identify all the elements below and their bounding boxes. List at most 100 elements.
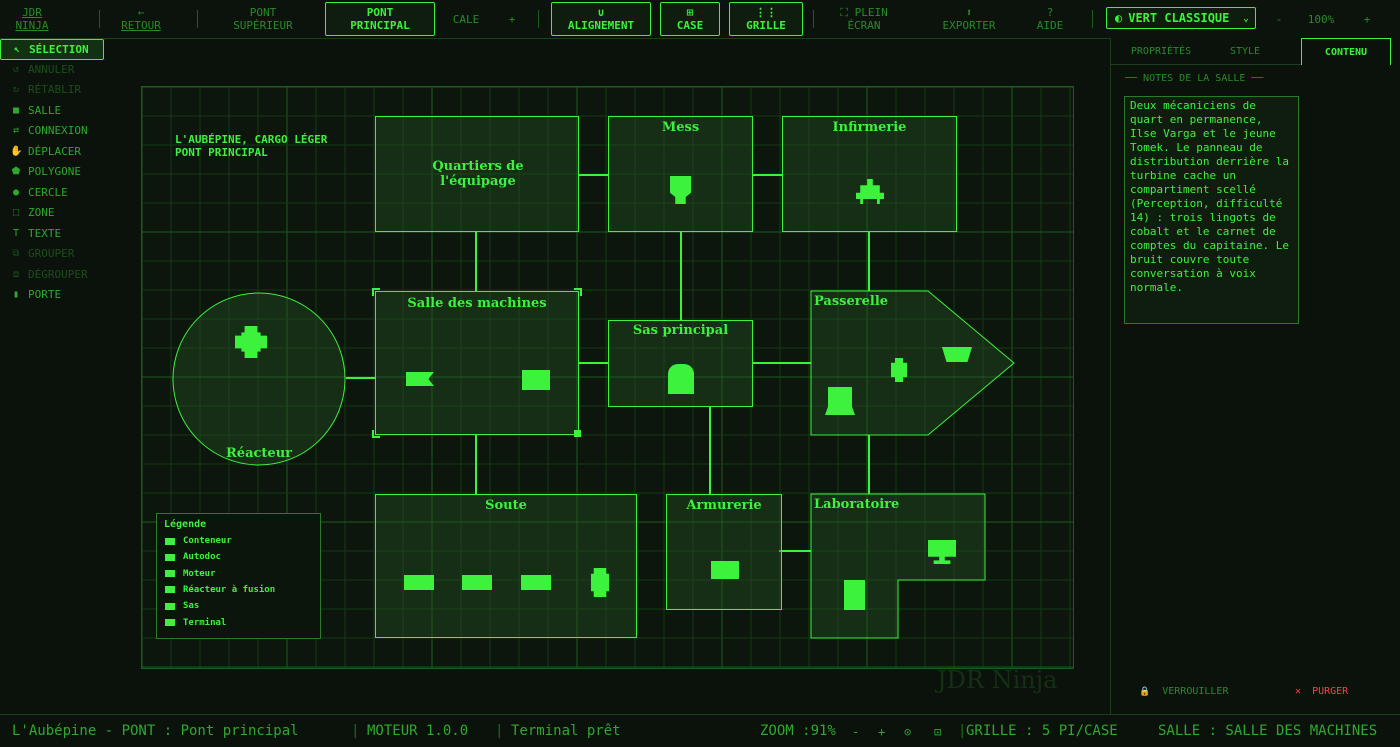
selection-corner[interactable] bbox=[372, 288, 380, 296]
container-icon[interactable] bbox=[591, 568, 609, 597]
lock-button[interactable]: 🔒 VERROUILLER bbox=[1139, 686, 1228, 697]
fit-icon[interactable]: ⊡ bbox=[934, 725, 942, 739]
engine-icon[interactable] bbox=[406, 372, 434, 386]
tool-label: GROUPER bbox=[28, 247, 75, 260]
tool-3[interactable]: ■SALLE bbox=[0, 101, 102, 120]
tool-12[interactable]: ▮PORTE bbox=[0, 285, 102, 304]
top-toolbar: JDR NINJA ← RETOUR PONT SUPÉRIEUR PONT P… bbox=[0, 0, 1400, 39]
room-bridge[interactable] bbox=[810, 290, 1016, 437]
tab-upper-deck[interactable]: PONT SUPÉRIEUR bbox=[226, 0, 300, 38]
add-deck-button[interactable]: + bbox=[500, 0, 524, 38]
fullscreen-button[interactable]: ⛶ PLEIN ÉCRAN bbox=[832, 0, 896, 38]
back-button[interactable]: ← RETOUR bbox=[114, 0, 168, 38]
tool-10[interactable]: ⧉GROUPER bbox=[0, 244, 102, 263]
tool-2[interactable]: ↻RÉTABLIR bbox=[0, 80, 102, 99]
tool-7[interactable]: ●CERCLE bbox=[0, 183, 102, 202]
export-button[interactable]: ⬆ EXPORTER bbox=[936, 0, 1002, 38]
connector[interactable] bbox=[475, 232, 477, 291]
status-separator: | bbox=[495, 723, 504, 739]
status-state: Terminal prêt bbox=[511, 723, 621, 739]
room-laboratory[interactable] bbox=[810, 493, 987, 640]
tab-hold[interactable]: CALE bbox=[446, 0, 486, 38]
tab-main-deck[interactable]: PONT PRINCIPAL bbox=[325, 2, 435, 36]
autodoc-icon[interactable] bbox=[856, 179, 884, 204]
room-infirmary[interactable]: Infirmerie bbox=[782, 116, 957, 232]
tool-11[interactable]: ⧈DÉGROUPER bbox=[0, 265, 102, 284]
connector[interactable] bbox=[779, 550, 811, 552]
container-icon[interactable] bbox=[522, 370, 550, 390]
room-crew-quarters[interactable]: Quartiers de l'équipage bbox=[375, 116, 579, 232]
room-hold[interactable]: Soute bbox=[375, 494, 637, 638]
cell-icon: ⊞ bbox=[686, 6, 694, 19]
room-notes-textarea[interactable]: Deux mécaniciens de quart en permanence,… bbox=[1124, 96, 1299, 324]
zoom-in-button[interactable]: + bbox=[878, 725, 886, 739]
reactor-icon[interactable] bbox=[670, 176, 691, 204]
tool-0[interactable]: ↖SÉLECTION bbox=[0, 39, 104, 60]
hold-label: CALE bbox=[452, 12, 480, 26]
selection-corner[interactable] bbox=[372, 430, 380, 438]
zoom-out-button[interactable]: - bbox=[1270, 0, 1288, 38]
terminal-icon[interactable] bbox=[825, 387, 855, 415]
room-armory[interactable]: Armurerie bbox=[666, 494, 782, 610]
app-logo[interactable]: JDR NINJA bbox=[14, 0, 50, 38]
selection-corner[interactable] bbox=[574, 288, 582, 296]
container-icon[interactable] bbox=[711, 561, 739, 579]
connector[interactable] bbox=[578, 362, 608, 364]
connector[interactable] bbox=[868, 232, 870, 291]
separator bbox=[813, 10, 814, 28]
legend-swatch bbox=[165, 570, 175, 578]
logo-line2: NINJA bbox=[15, 19, 49, 32]
connector[interactable] bbox=[578, 174, 608, 176]
tool-6[interactable]: ⬟POLYGONE bbox=[0, 162, 102, 181]
legend-label: Conteneur bbox=[183, 536, 232, 546]
tool-icon: ⇄ bbox=[12, 125, 20, 136]
grid-icon: ⋮⋮ bbox=[755, 6, 777, 19]
room-reactor[interactable] bbox=[171, 291, 347, 467]
tool-8[interactable]: ⬚ZONE bbox=[0, 203, 102, 222]
target-icon[interactable]: ⊙ bbox=[904, 725, 912, 739]
tab-underline bbox=[1111, 64, 1301, 65]
grid-button[interactable]: ⋮⋮ GRILLE bbox=[729, 2, 803, 36]
connector[interactable] bbox=[752, 174, 782, 176]
room-engine[interactable]: Salle des machines bbox=[372, 288, 582, 438]
tool-4[interactable]: ⇄CONNEXION bbox=[0, 121, 102, 140]
zoom-in-button[interactable]: + bbox=[1358, 0, 1376, 38]
connector[interactable] bbox=[709, 406, 711, 494]
tool-1[interactable]: ↺ANNULER bbox=[0, 60, 102, 79]
tab-style[interactable]: STYLE bbox=[1215, 38, 1275, 64]
zoom-out-button[interactable]: - bbox=[852, 725, 860, 739]
connector[interactable] bbox=[868, 435, 870, 494]
help-button[interactable]: ? AIDE bbox=[1032, 0, 1068, 38]
container-icon[interactable] bbox=[462, 575, 492, 590]
tool-label: TEXTE bbox=[28, 226, 62, 240]
room-mess[interactable]: Mess bbox=[608, 116, 753, 232]
theme-value: VERT CLASSIQUE bbox=[1128, 11, 1230, 25]
legend-item: Terminal bbox=[165, 618, 226, 628]
theme-select[interactable]: ◐ VERT CLASSIQUE ⌄ bbox=[1106, 7, 1256, 29]
purge-button[interactable]: ✕ PURGER bbox=[1295, 686, 1348, 697]
connector[interactable] bbox=[752, 362, 811, 364]
tab-content[interactable]: CONTENU bbox=[1301, 38, 1391, 65]
container-icon[interactable] bbox=[844, 580, 865, 610]
fusion-reactor-icon[interactable] bbox=[891, 358, 907, 382]
connector[interactable] bbox=[346, 377, 376, 379]
legend-label: Sas bbox=[183, 601, 200, 612]
terminal-icon[interactable] bbox=[942, 347, 972, 362]
room-label: Soute bbox=[485, 498, 527, 513]
cell-button[interactable]: ⊞ CASE bbox=[660, 2, 720, 36]
align-button[interactable]: ∪ ALIGNEMENT bbox=[551, 2, 651, 36]
container-icon[interactable] bbox=[404, 575, 434, 590]
room-main-airlock[interactable]: Sas principal bbox=[608, 320, 753, 407]
lock-label: VERROUILLER bbox=[1162, 686, 1229, 697]
deck-map[interactable]: L'AUBÉPINE, CARGO LÉGER PONT PRINCIPAL Q… bbox=[141, 86, 1074, 694]
connector[interactable] bbox=[475, 435, 477, 494]
airlock-icon[interactable] bbox=[668, 364, 694, 394]
connector[interactable] bbox=[680, 232, 682, 320]
tab-properties[interactable]: PROPRIÉTÉS bbox=[1121, 38, 1201, 64]
main-deck-label-2: PRINCIPAL bbox=[350, 19, 410, 32]
container-icon[interactable] bbox=[521, 575, 551, 590]
tool-5[interactable]: ✋DÉPLACER bbox=[0, 142, 102, 161]
resize-handle[interactable] bbox=[574, 430, 581, 437]
